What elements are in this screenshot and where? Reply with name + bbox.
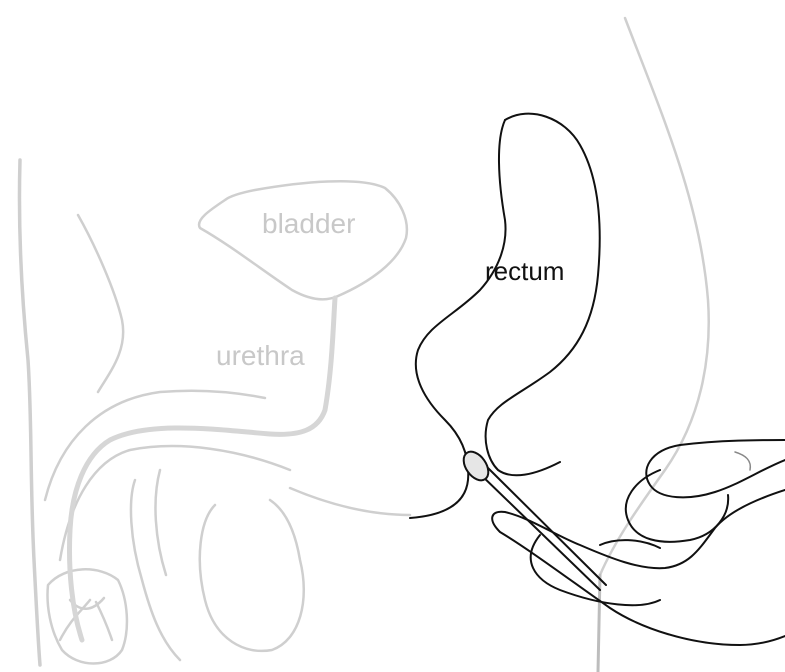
dark-anatomy	[410, 114, 600, 518]
bladder-outline	[199, 181, 407, 299]
hand	[492, 440, 785, 645]
finger-fold	[600, 540, 660, 548]
penis-lower-contour	[60, 446, 290, 560]
label-rectum: rectum	[485, 256, 564, 287]
glans-fold-2	[96, 602, 112, 640]
perineum-line	[290, 488, 410, 515]
glans-outline	[48, 569, 127, 663]
pelvic-line	[78, 215, 123, 392]
rectum-outline	[486, 114, 600, 476]
faded-anatomy	[19, 18, 708, 672]
swab-stick-left	[478, 472, 600, 590]
thumb-outline	[531, 535, 660, 605]
hand-outline	[492, 490, 785, 645]
body-back-contour	[600, 18, 709, 575]
label-urethra: urethra	[216, 340, 305, 372]
palm-crease	[735, 452, 750, 470]
shaft-inner-line-2	[155, 470, 166, 575]
swab-stick-right	[486, 466, 606, 585]
scrotum-outline	[200, 500, 304, 651]
label-bladder: bladder	[262, 208, 355, 240]
abdomen-contour	[19, 160, 40, 665]
